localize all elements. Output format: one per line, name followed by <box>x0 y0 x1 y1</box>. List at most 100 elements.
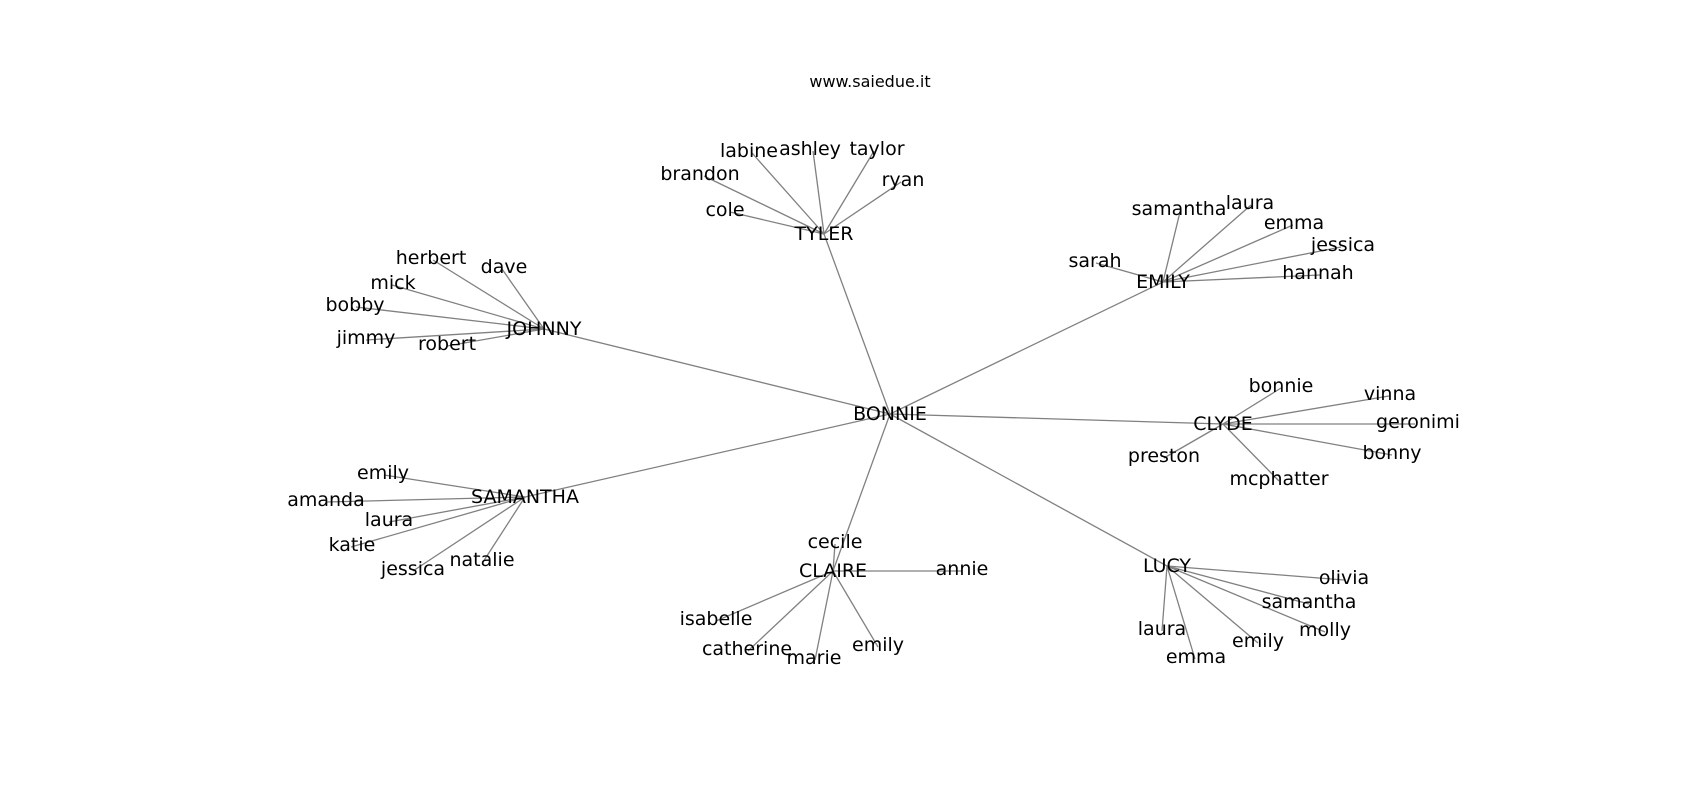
graph-edges <box>325 150 1415 661</box>
edge-claire-marie <box>814 570 834 661</box>
leaf-node-lucy-emma: emma <box>1166 646 1226 668</box>
leaf-node-clyde-bonnie: bonnie <box>1249 375 1314 397</box>
leaf-node-johnny-dave: dave <box>481 256 528 278</box>
edge-samantha-jessica <box>412 496 526 572</box>
leaf-node-johnny-mick: mick <box>370 272 415 294</box>
edge-claire-isabelle <box>715 570 834 622</box>
leaf-node-samantha-amanda: amanda <box>287 489 365 511</box>
leaf-node-emily-hannah: hannah <box>1282 262 1353 284</box>
edge-johnny-robert <box>446 328 545 347</box>
edge-root-samantha <box>524 413 891 498</box>
hub-node-tyler: TYLER <box>793 223 853 245</box>
leaf-node-emily-sarah: sarah <box>1068 250 1121 272</box>
edge-clyde-bonnie <box>1222 387 1282 425</box>
edge-johnny-dave <box>501 268 545 330</box>
leaf-node-claire-catherine: catherine <box>702 638 792 660</box>
edge-samantha-amanda <box>325 496 526 503</box>
edge-lucy-emily <box>1166 565 1259 644</box>
edge-tyler-brandon <box>703 175 825 235</box>
leaf-node-clyde-vinna: vinna <box>1364 383 1416 405</box>
edge-clyde-preston <box>1163 423 1224 459</box>
leaf-node-samantha-laura: laura <box>365 509 413 531</box>
edge-emily-emma <box>1162 224 1294 283</box>
leaf-node-johnny-herbert: herbert <box>396 247 467 269</box>
edge-root-emily <box>889 281 1164 415</box>
edge-lucy-samantha <box>1166 565 1310 605</box>
leaf-node-johnny-jimmy: jimmy <box>336 327 396 349</box>
leaf-node-emily-jessica: jessica <box>1310 234 1375 256</box>
edge-tyler-labine <box>751 152 825 235</box>
edge-clyde-bonny <box>1222 423 1393 456</box>
edge-clyde-mcphatter <box>1222 423 1280 482</box>
leaf-node-tyler-cole: cole <box>705 199 744 221</box>
edge-samantha-katie <box>350 496 526 548</box>
edge-claire-cecile <box>832 543 836 572</box>
leaf-node-lucy-olivia: olivia <box>1319 567 1369 589</box>
edge-clyde-vinna <box>1222 395 1390 425</box>
edge-johnny-jimmy <box>365 328 545 341</box>
leaf-node-clyde-preston: preston <box>1128 445 1200 467</box>
leaf-node-samantha-jessica: jessica <box>380 558 445 580</box>
leaf-node-tyler-brandon: brandon <box>660 163 739 185</box>
leaf-node-claire-annie: annie <box>936 558 989 580</box>
leaf-node-lucy-emily: emily <box>1232 630 1284 652</box>
edge-emily-sarah <box>1095 262 1164 283</box>
edge-tyler-cole <box>729 211 825 235</box>
edge-lucy-olivia <box>1166 565 1345 581</box>
leaf-node-samantha-natalie: natalie <box>449 549 514 571</box>
edge-samantha-natalie <box>482 496 526 563</box>
edge-tyler-taylor <box>823 150 875 235</box>
leaf-node-emily-laura: laura <box>1226 192 1274 214</box>
edge-samantha-emily <box>383 474 526 498</box>
edge-claire-catherine <box>747 570 834 652</box>
edge-johnny-bobby <box>355 306 545 330</box>
leaf-node-claire-marie: marie <box>787 647 842 669</box>
edge-lucy-molly <box>1166 565 1326 633</box>
edge-lucy-laura <box>1161 565 1168 632</box>
leaf-node-lucy-samantha: samantha <box>1262 591 1357 613</box>
edge-claire-emily <box>832 570 879 648</box>
leaf-node-johnny-robert: robert <box>418 333 476 355</box>
edge-root-clyde <box>889 413 1224 425</box>
leaf-node-lucy-molly: molly <box>1299 619 1351 641</box>
hub-node-emily: EMILY <box>1136 271 1190 293</box>
leaf-node-lucy-laura: laura <box>1138 618 1186 640</box>
site-url-header: www.saiedue.it <box>809 72 930 91</box>
edge-root-lucy <box>889 413 1168 567</box>
leaf-node-tyler-ashley: ashley <box>779 138 841 160</box>
root-node-label: BONNIE <box>853 403 927 425</box>
leaf-node-clyde-mcphatter: mcphatter <box>1229 468 1328 490</box>
leaf-node-emily-samantha: samantha <box>1132 198 1227 220</box>
hub-node-claire: CLAIRE <box>799 560 867 582</box>
leaf-node-tyler-ryan: ryan <box>882 169 925 191</box>
leaf-node-claire-emily: emily <box>852 634 904 656</box>
edge-root-johnny <box>543 328 891 415</box>
edge-root-claire <box>832 413 891 572</box>
leaf-node-claire-cecile: cecile <box>808 531 863 553</box>
leaf-node-clyde-bonny: bonny <box>1362 442 1421 464</box>
leaf-node-tyler-labine: labine <box>720 140 778 162</box>
hub-node-johnny: JOHNNY <box>506 318 582 340</box>
edge-samantha-laura <box>388 496 526 523</box>
edge-johnny-mick <box>391 284 545 330</box>
edge-lucy-emma <box>1166 565 1196 660</box>
leaf-node-emily-emma: emma <box>1264 212 1324 234</box>
edge-johnny-herbert <box>432 259 545 330</box>
hub-node-clyde: CLYDE <box>1193 413 1253 435</box>
edge-root-tyler <box>823 233 891 415</box>
edge-tyler-ryan <box>823 181 902 235</box>
leaf-node-samantha-emily: emily <box>357 462 409 484</box>
edge-tyler-ashley <box>812 150 825 235</box>
edge-emily-jessica <box>1162 246 1342 283</box>
leaf-node-clyde-geronimi: geronimi <box>1376 411 1460 433</box>
leaf-node-samantha-katie: katie <box>329 534 376 556</box>
edge-emily-samantha <box>1162 211 1181 283</box>
leaf-node-tyler-taylor: taylor <box>849 138 904 160</box>
edge-emily-laura <box>1162 204 1252 283</box>
leaf-node-johnny-bobby: bobby <box>325 294 384 316</box>
hub-node-lucy: LUCY <box>1143 555 1191 577</box>
edge-emily-hannah <box>1162 274 1321 283</box>
leaf-node-claire-isabelle: isabelle <box>680 608 753 630</box>
